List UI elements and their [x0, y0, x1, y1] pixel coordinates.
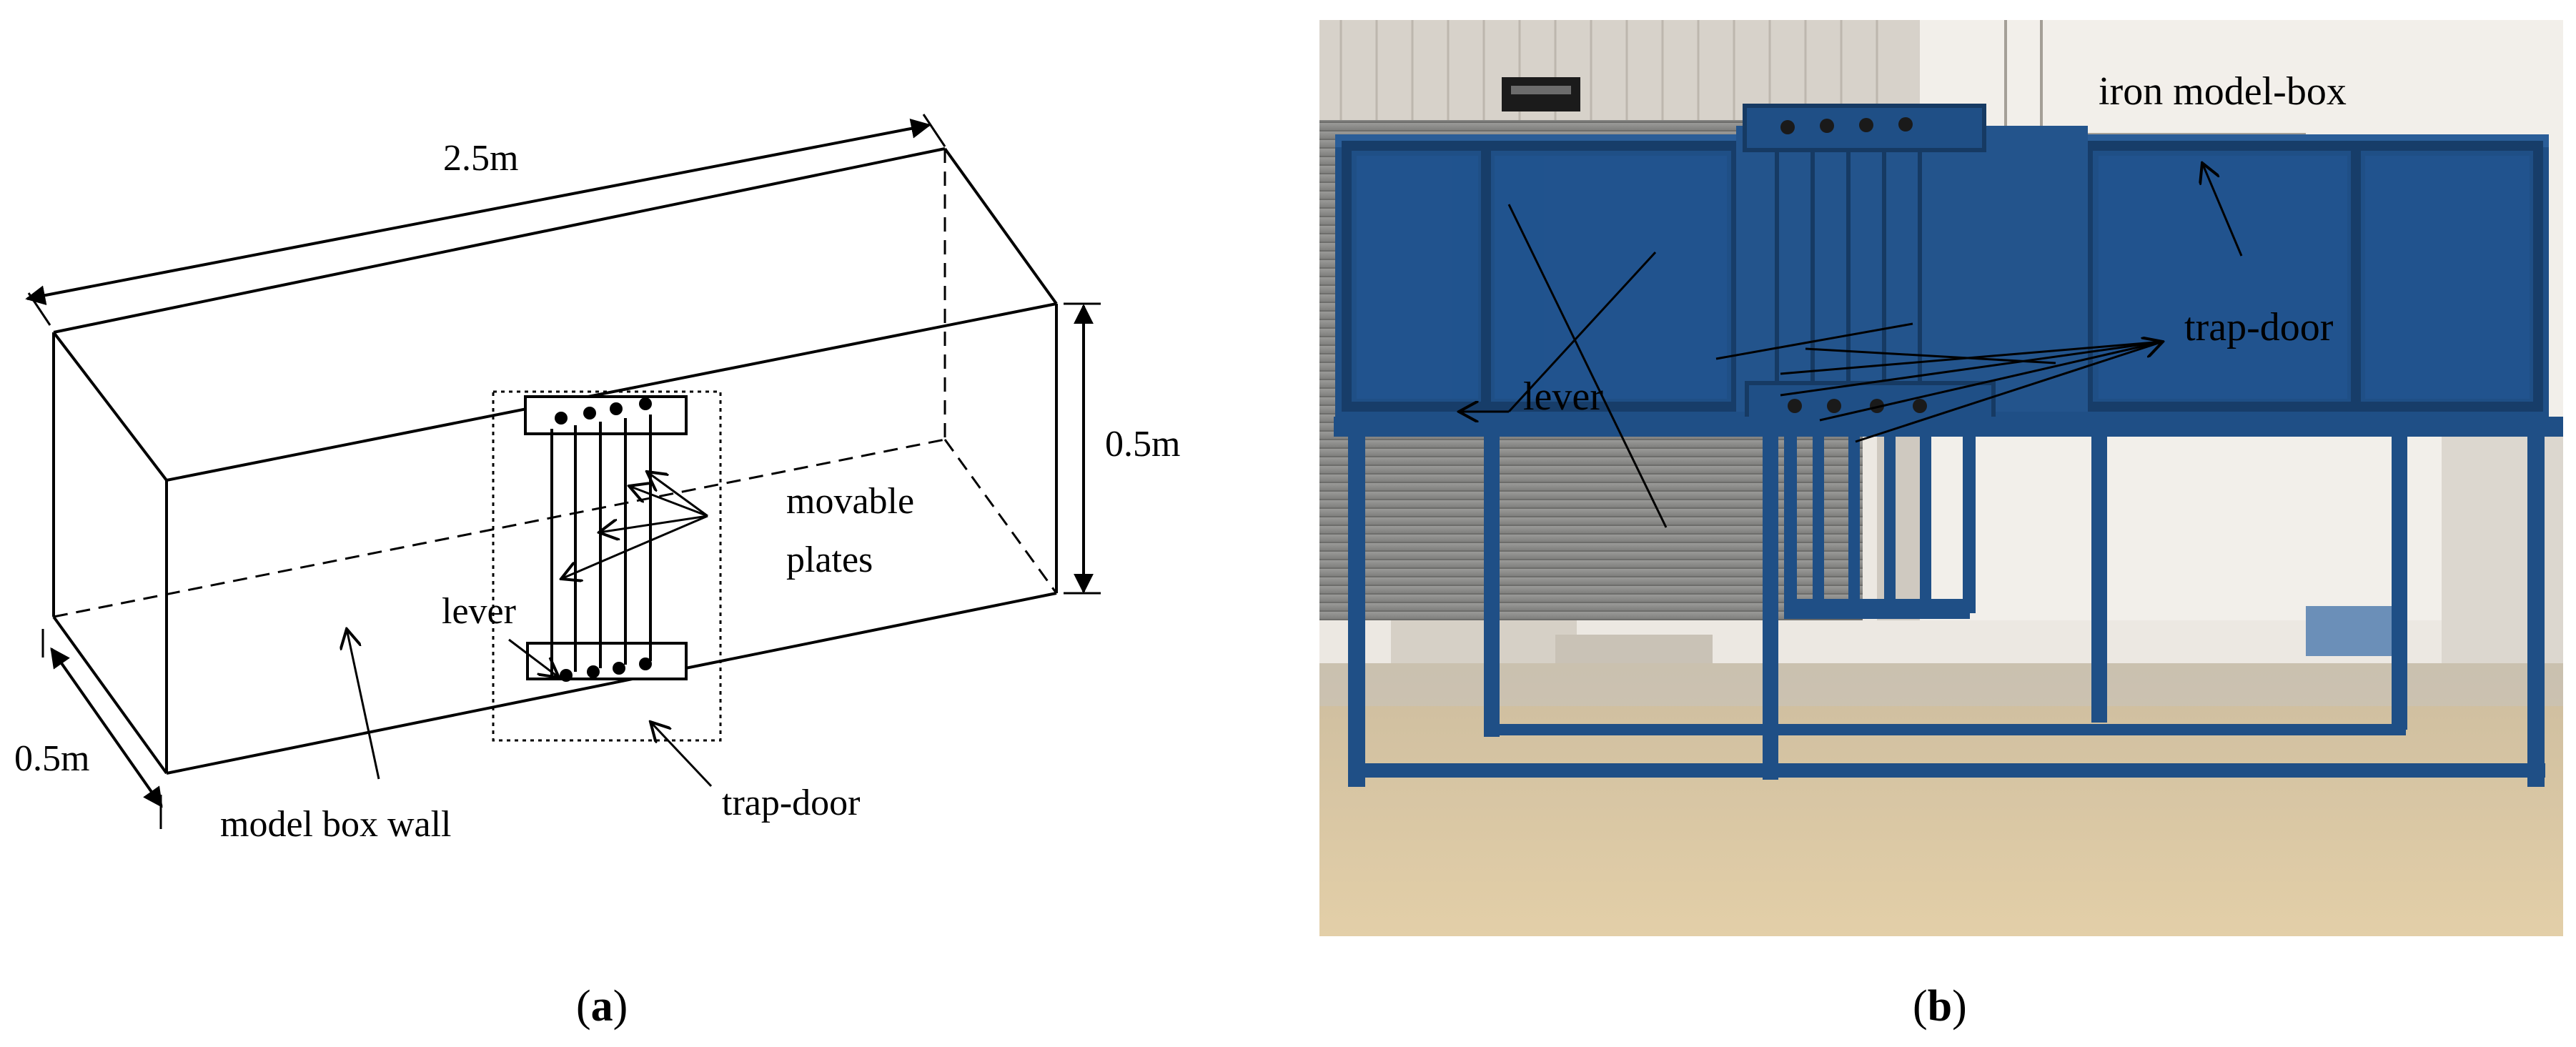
label-trap-door-a: trap-door [722, 783, 860, 823]
caption-b-letter: b [1928, 982, 1952, 1031]
steel-stand [1334, 417, 2563, 787]
trap-door-arrow-a [650, 722, 713, 788]
movable-plates-arrows [561, 472, 708, 579]
label-lever-b: lever [1523, 374, 1603, 419]
lever-arrow [508, 638, 559, 678]
trap-door-region [492, 390, 722, 742]
dimension-width-label: 0.5m [14, 738, 89, 779]
label-plates: plates [786, 540, 873, 580]
trap-door-top-bar [524, 395, 688, 435]
model-box-hidden-edges [53, 149, 1058, 618]
label-movable: movable [786, 481, 914, 522]
dimension-width: 0.5m [14, 629, 163, 829]
label-iron-model-box: iron model-box [2099, 69, 2347, 114]
caption-a-close: ) [613, 982, 628, 1031]
dimension-length: 2.5m [25, 114, 946, 326]
caption-b-close: ) [1952, 982, 1967, 1031]
movable-plates [550, 415, 652, 675]
photo-annotation-arrows [1459, 163, 2243, 528]
caption-a-letter: a [591, 982, 613, 1031]
dimension-height-label: 0.5m [1105, 424, 1180, 465]
photo-frame: iron model-box trap-door lever [1319, 20, 2563, 936]
panel-a-schematic: 2.5m 0.5m 0.5m [14, 114, 1180, 1031]
panel-b-photograph: iron model-box trap-door lever (b) [1319, 20, 2563, 1031]
trap-door-arrows-b [1780, 342, 2163, 443]
label-lever: lever [442, 591, 516, 632]
label-trap-door-b: trap-door [2184, 305, 2334, 349]
dimension-height: 0.5m [1064, 302, 1180, 595]
caption-a-open: ( [576, 982, 591, 1031]
model-box-wall-arrow [347, 629, 380, 780]
iron-model-box [1335, 104, 2549, 430]
caption-a: (a) [576, 982, 628, 1031]
dimension-length-label: 2.5m [443, 138, 518, 179]
caption-b-open: ( [1913, 982, 1928, 1031]
label-model-box-wall: model box wall [220, 804, 452, 845]
caption-b: (b) [1913, 982, 1967, 1031]
